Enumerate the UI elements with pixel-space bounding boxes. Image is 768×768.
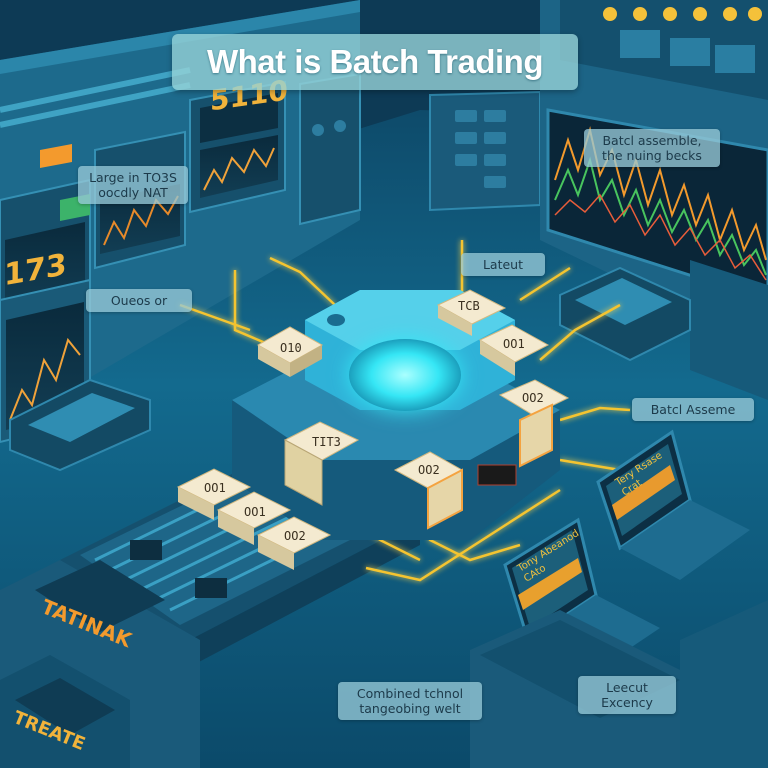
laptop-right-top (596, 429, 750, 580)
tile-label-5: TIT3 (312, 435, 341, 449)
tile-label-8: OO1 (244, 505, 266, 519)
callout-queues: Oueos or (86, 289, 192, 312)
callout-lateout: Lateut (461, 253, 545, 276)
batch-tiles (176, 289, 570, 570)
callout-large-in: Large in TO3S oocdly NAT (78, 166, 188, 204)
tile (436, 289, 507, 336)
tile-label-4: OO2 (522, 391, 544, 405)
tile (478, 324, 550, 376)
tile-label-6: OO2 (418, 463, 440, 477)
tile (498, 379, 570, 468)
bottom-left-machine (0, 560, 200, 768)
tile-label-2: TCB (458, 299, 480, 313)
tile-label-10: OO2 (284, 529, 306, 543)
tile-label-1: O10 (280, 341, 302, 355)
callout-execut: Leecut Excency (578, 676, 676, 714)
tile-label-3: OO1 (503, 337, 525, 351)
tile (393, 451, 464, 530)
callout-combined: Combined tchnol tangeobing welt (338, 682, 482, 720)
page-title: What is Batch Trading (206, 43, 544, 80)
tile (176, 468, 252, 520)
right-keyboard-terminal (559, 266, 691, 362)
callout-batch-assemble-top: Batcl assemble, the nuing becks (584, 129, 720, 167)
tile (256, 326, 324, 377)
tile-label-7: OO1 (204, 481, 226, 495)
callout-batch-asseme: Batcl Asseme (632, 398, 754, 421)
tile (216, 491, 292, 545)
tile (256, 516, 332, 570)
back-center-rack (429, 90, 541, 212)
title-banner: What is Batch Trading (172, 34, 578, 90)
tile (283, 421, 360, 506)
left-keyboard-terminal (9, 378, 151, 472)
